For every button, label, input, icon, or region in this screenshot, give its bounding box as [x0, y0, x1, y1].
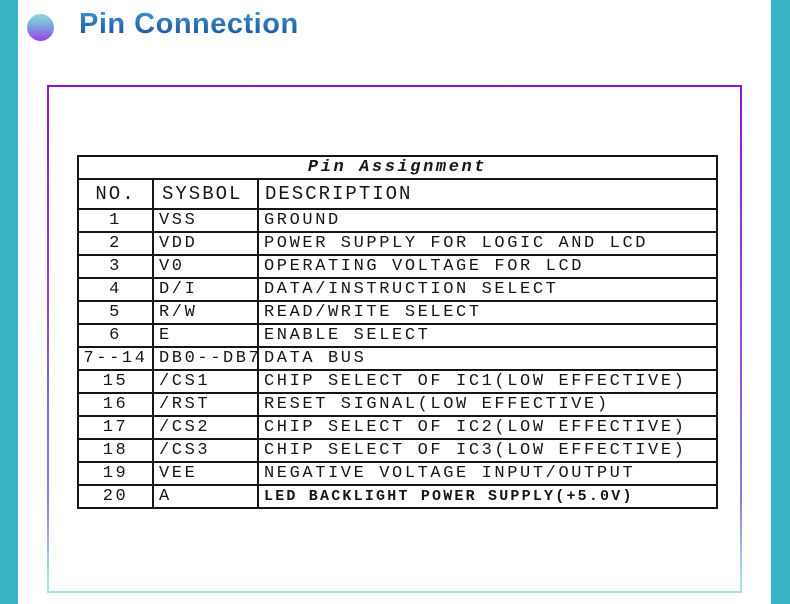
pin-number: 5: [77, 300, 154, 325]
pin-symbol: DB0--DB7: [152, 346, 259, 371]
table-row: 20 A LED BACKLIGHT POWER SUPPLY(+5.0V): [77, 484, 719, 509]
pin-number: 20: [77, 484, 154, 509]
pin-symbol: /CS2: [152, 415, 259, 440]
pin-symbol: R/W: [152, 300, 259, 325]
pin-symbol: VEE: [152, 461, 259, 486]
pin-description: LED BACKLIGHT POWER SUPPLY(+5.0V): [256, 484, 719, 509]
pin-description: DATA BUS: [256, 346, 719, 371]
pin-description: OPERATING VOLTAGE FOR LCD: [256, 254, 719, 279]
pin-description: CHIP SELECT OF IC2(LOW EFFECTIVE): [256, 415, 719, 440]
pin-number: 18: [77, 438, 154, 463]
pin-symbol: VSS: [152, 208, 259, 233]
pin-symbol: D/I: [152, 277, 259, 302]
pin-description: GROUND: [256, 208, 719, 233]
table-title: Pin Assignment: [76, 155, 719, 180]
pin-description: DATA/INSTRUCTION SELECT: [256, 277, 719, 302]
table-row: 3 V0 OPERATING VOLTAGE FOR LCD: [77, 254, 719, 279]
pin-assignment-table: Pin Assignment NO. SYSBOL DESCRIPTION 1 …: [76, 155, 719, 509]
page-title: Pin Connection: [79, 8, 299, 40]
table-title-row: Pin Assignment: [76, 155, 719, 180]
table-row: 15 /CS1 CHIP SELECT OF IC1(LOW EFFECTIVE…: [77, 369, 719, 394]
pin-description: POWER SUPPLY FOR LOGIC AND LCD: [256, 231, 719, 256]
pin-number: 15: [77, 369, 154, 394]
pin-symbol: /CS3: [152, 438, 259, 463]
pin-number: 4: [77, 277, 154, 302]
section-heading: Pin Connection: [27, 8, 299, 41]
pin-number: 17: [77, 415, 154, 440]
pin-number: 1: [77, 208, 154, 233]
pin-description: CHIP SELECT OF IC1(LOW EFFECTIVE): [256, 369, 719, 394]
pin-description: READ/WRITE SELECT: [256, 300, 719, 325]
pin-symbol: VDD: [152, 231, 259, 256]
table-row: 18 /CS3 CHIP SELECT OF IC3(LOW EFFECTIVE…: [77, 438, 719, 463]
pin-description: RESET SIGNAL(LOW EFFECTIVE): [256, 392, 719, 417]
right-edge-bar: [771, 0, 790, 604]
pin-number: 3: [77, 254, 154, 279]
pin-description: ENABLE SELECT: [256, 323, 719, 348]
table-row: 7--14 DB0--DB7 DATA BUS: [77, 346, 719, 371]
table-row: 1 VSS GROUND: [77, 208, 719, 233]
pin-number: 7--14: [77, 346, 154, 371]
table-row: 2 VDD POWER SUPPLY FOR LOGIC AND LCD: [77, 231, 719, 256]
pin-description: NEGATIVE VOLTAGE INPUT/OUTPUT: [256, 461, 719, 486]
pin-number: 19: [77, 461, 154, 486]
pin-symbol: E: [152, 323, 259, 348]
column-header-description: DESCRIPTION: [256, 178, 719, 210]
pin-symbol: A: [152, 484, 259, 509]
table-header-row: NO. SYSBOL DESCRIPTION: [77, 178, 719, 210]
column-header-symbol: SYSBOL: [152, 178, 259, 210]
table-row: 16 /RST RESET SIGNAL(LOW EFFECTIVE): [77, 392, 719, 417]
pin-number: 16: [77, 392, 154, 417]
table-row: 6 E ENABLE SELECT: [77, 323, 719, 348]
pin-table-body: Pin Assignment NO. SYSBOL DESCRIPTION 1 …: [76, 155, 719, 509]
pin-description: CHIP SELECT OF IC3(LOW EFFECTIVE): [256, 438, 719, 463]
table-row: 19 VEE NEGATIVE VOLTAGE INPUT/OUTPUT: [77, 461, 719, 486]
table-row: 4 D/I DATA/INSTRUCTION SELECT: [77, 277, 719, 302]
pin-symbol: /CS1: [152, 369, 259, 394]
table-row: 17 /CS2 CHIP SELECT OF IC2(LOW EFFECTIVE…: [77, 415, 719, 440]
pin-number: 6: [77, 323, 154, 348]
column-header-no: NO.: [77, 178, 154, 210]
pin-number: 2: [77, 231, 154, 256]
pin-symbol: /RST: [152, 392, 259, 417]
left-edge-bar: [0, 0, 18, 604]
pin-symbol: V0: [152, 254, 259, 279]
bullet-icon: [27, 14, 54, 41]
table-row: 5 R/W READ/WRITE SELECT: [77, 300, 719, 325]
